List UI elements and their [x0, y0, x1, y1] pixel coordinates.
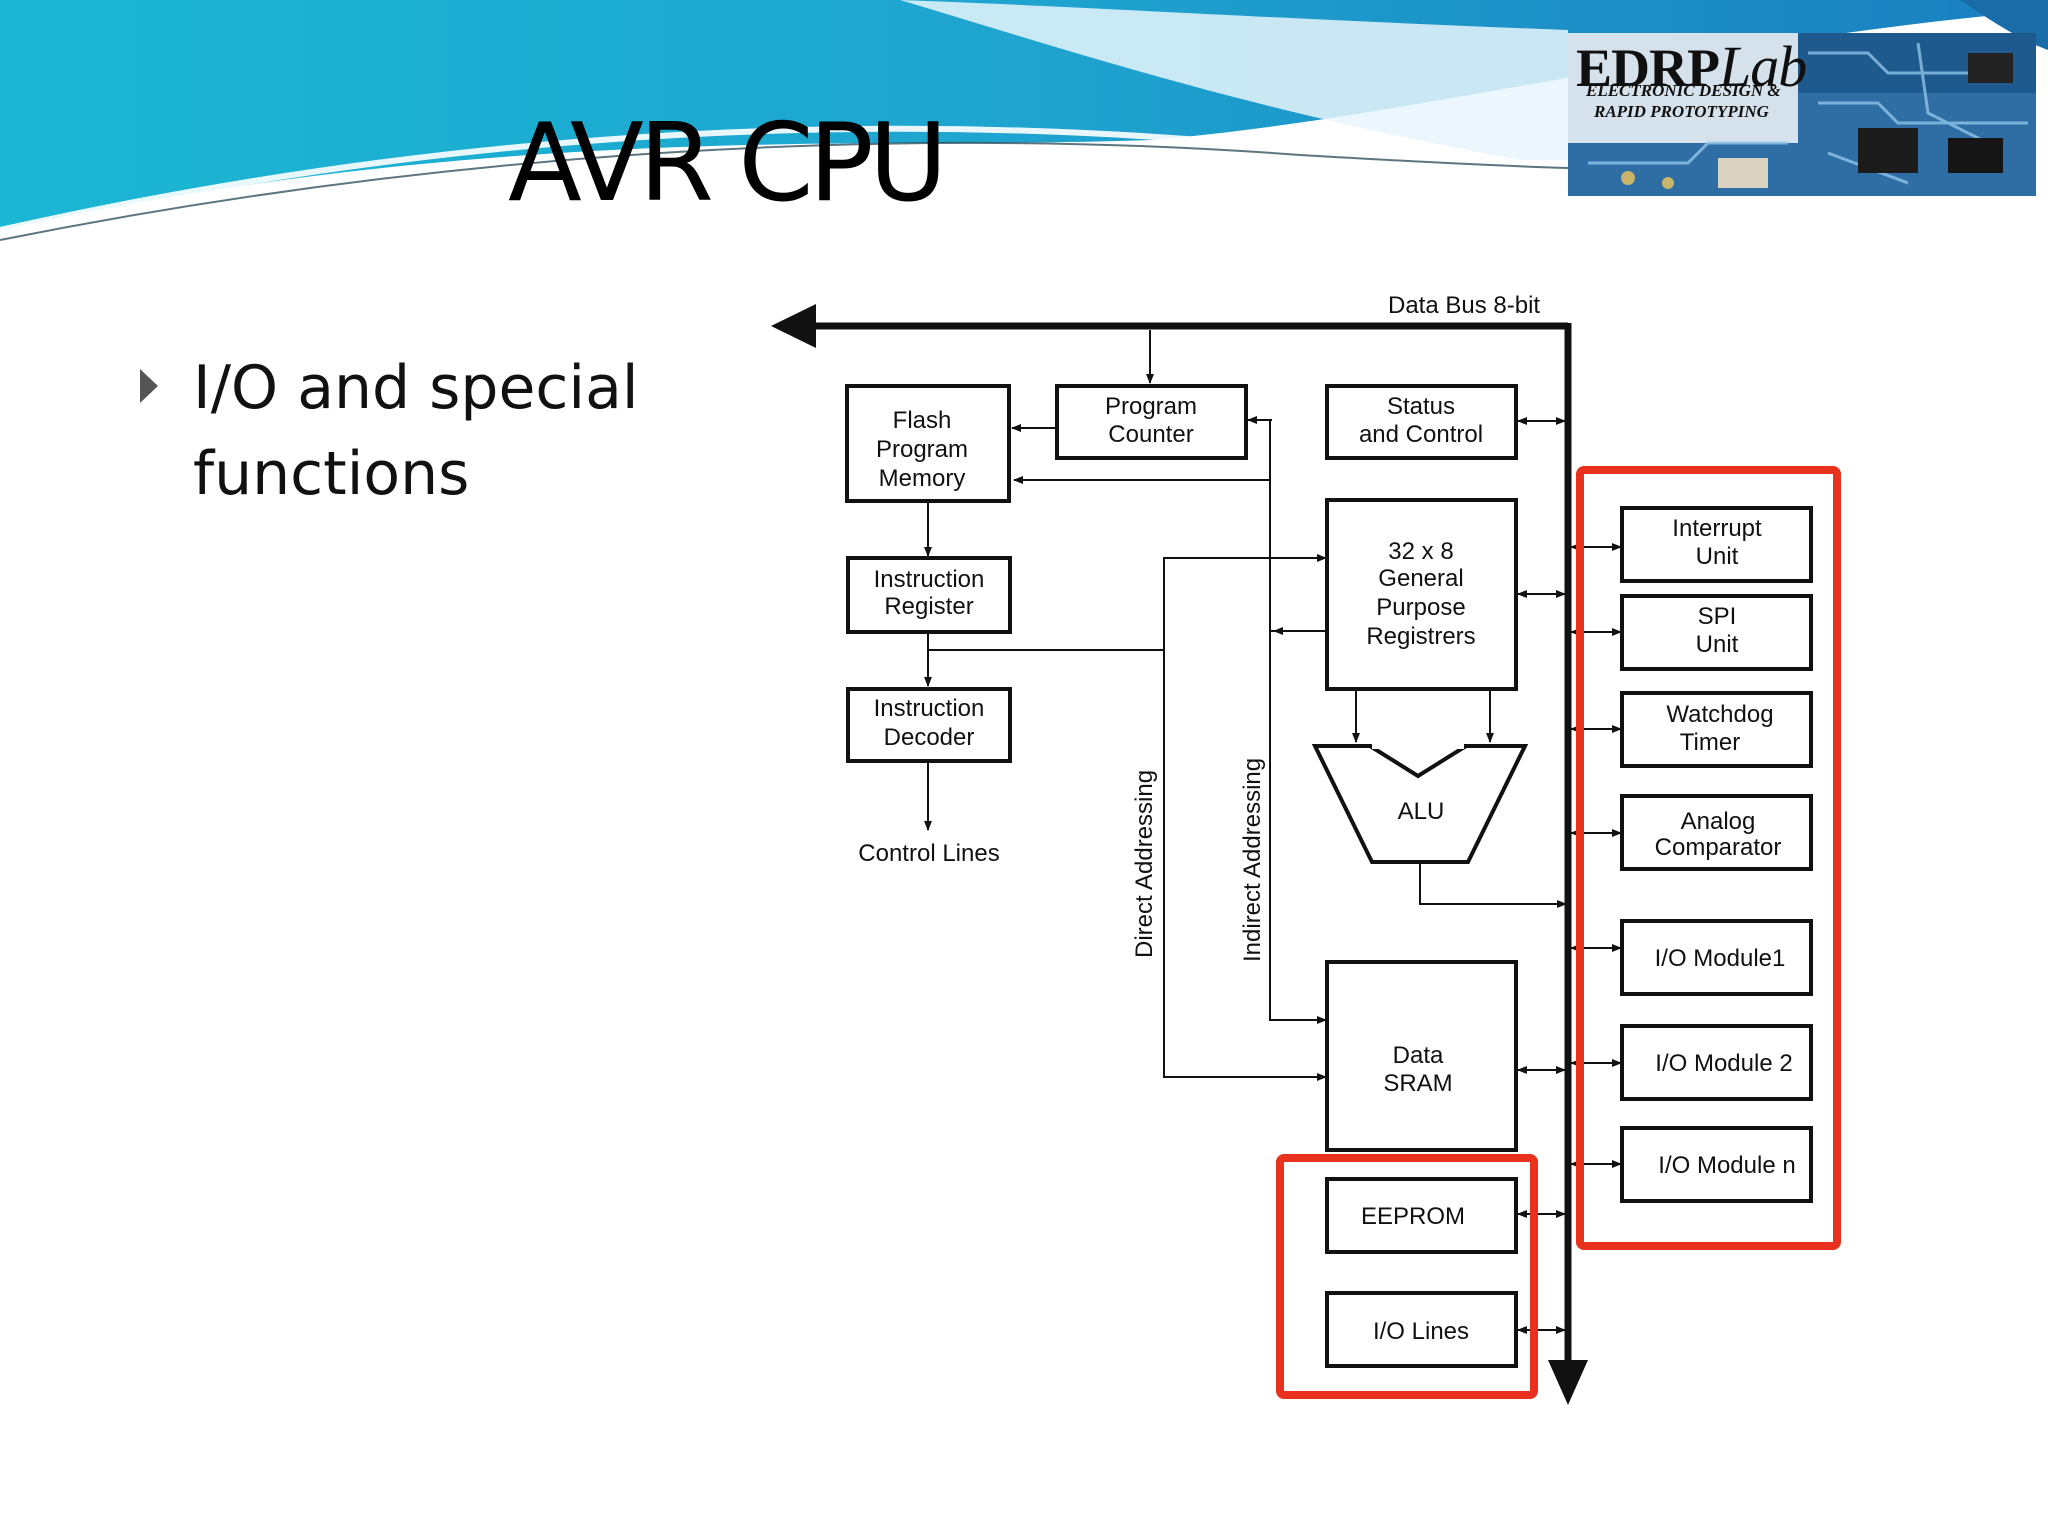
status-label-1: Status [1387, 393, 1455, 420]
status-label-2: and Control [1359, 421, 1483, 448]
gp-registers-label-3: Purpose [1376, 594, 1465, 621]
spi-unit-label-2: Unit [1696, 631, 1739, 658]
program-counter-block [1055, 384, 1248, 460]
io-module2-label: I/O Module 2 [1655, 1050, 1792, 1077]
analog-comparator-block [1620, 794, 1813, 871]
io-module-n-label: I/O Module n [1658, 1152, 1795, 1179]
flash-program-memory-block [845, 384, 1011, 503]
gp-registers-block [1325, 498, 1518, 691]
interrupt-unit-block [1620, 506, 1813, 583]
instruction-decoder-block [846, 687, 1012, 763]
program-counter-label-1: Program [1105, 393, 1197, 420]
spi-unit-label-1: SPI [1698, 603, 1737, 630]
gp-registers-label-4: Registrers [1366, 623, 1475, 650]
instruction-register-label-2: Register [884, 593, 973, 620]
flash-label-2: Program [876, 436, 968, 463]
header-wave-background [0, 0, 2048, 241]
circuit-board-image [1568, 33, 2036, 196]
instruction-decoder-label-1: Instruction [874, 695, 985, 722]
instruction-decoder-label-2: Decoder [884, 724, 975, 751]
watchdog-label-2: Timer [1680, 729, 1740, 756]
bullet-list: I/O and special functions [140, 345, 660, 517]
analog-comparator-label-2: Comparator [1655, 834, 1782, 861]
gp-registers-label-1: 32 x 8 [1388, 538, 1453, 565]
watchdog-timer-block [1620, 691, 1813, 768]
gp-registers-label-2: General [1378, 565, 1463, 592]
blocks [845, 384, 1813, 1368]
data-sram-label-2: SRAM [1383, 1070, 1452, 1097]
eeprom-label: EEPROM [1361, 1203, 1465, 1230]
analog-comparator-label-1: Analog [1681, 808, 1756, 835]
program-counter-label-2: Counter [1108, 421, 1193, 448]
data-bus: Data Bus 8-bit [771, 292, 1588, 1405]
direct-addressing-label: Direct Addressing [1131, 770, 1158, 958]
data-bus-label: Data Bus 8-bit [1388, 292, 1540, 319]
io-module2-block [1620, 1024, 1813, 1101]
interrupt-unit-label-2: Unit [1696, 543, 1739, 570]
highlight-boxes [1276, 466, 1841, 1399]
control-lines-label: Control Lines [858, 840, 999, 867]
highlight-eeprom-io [1276, 1154, 1538, 1399]
instruction-register-block [846, 556, 1012, 634]
flash-label-1: Flash [893, 407, 952, 434]
slide-title: AVR CPU [508, 101, 948, 226]
edrp-lab-logo: EDRPLab ELECTRONIC DESIGN & RAPID PROTOT… [1568, 33, 2036, 196]
io-module1-label: I/O Module1 [1655, 945, 1786, 972]
logo-brand-text: EDRPLab [1576, 34, 1807, 99]
highlight-peripherals [1576, 466, 1841, 1250]
eeprom-block [1325, 1177, 1518, 1254]
io-lines-label: I/O Lines [1373, 1318, 1469, 1345]
io-module-n-block [1620, 1126, 1813, 1203]
status-control-block [1325, 384, 1518, 460]
logo-subtitle-line2: RAPID PROTOTYPING [1594, 102, 1769, 121]
indirect-addressing-label: Indirect Addressing [1239, 758, 1266, 962]
block-labels: Flash Program Memory Program Counter Sta… [858, 393, 1795, 1345]
alu-label: ALU [1398, 798, 1445, 825]
flash-label-3: Memory [879, 465, 966, 492]
watchdog-label-1: Watchdog [1666, 701, 1773, 728]
data-sram-label-1: Data [1393, 1042, 1444, 1069]
bullet-item: I/O and special functions [140, 345, 660, 517]
alu-notch [1368, 744, 1468, 779]
logo-subtitle-line1: ELECTRONIC DESIGN & [1586, 81, 1781, 100]
bullet-text: I/O and special functions [193, 353, 639, 509]
triangle-bullet-icon [140, 369, 158, 403]
data-sram-block [1325, 960, 1518, 1152]
io-module1-block [1620, 919, 1813, 996]
io-lines-block [1325, 1291, 1518, 1368]
spi-unit-block [1620, 594, 1813, 671]
instruction-register-label-1: Instruction [874, 566, 985, 593]
connection-lines [924, 330, 1567, 1081]
interrupt-unit-label-1: Interrupt [1672, 515, 1762, 542]
